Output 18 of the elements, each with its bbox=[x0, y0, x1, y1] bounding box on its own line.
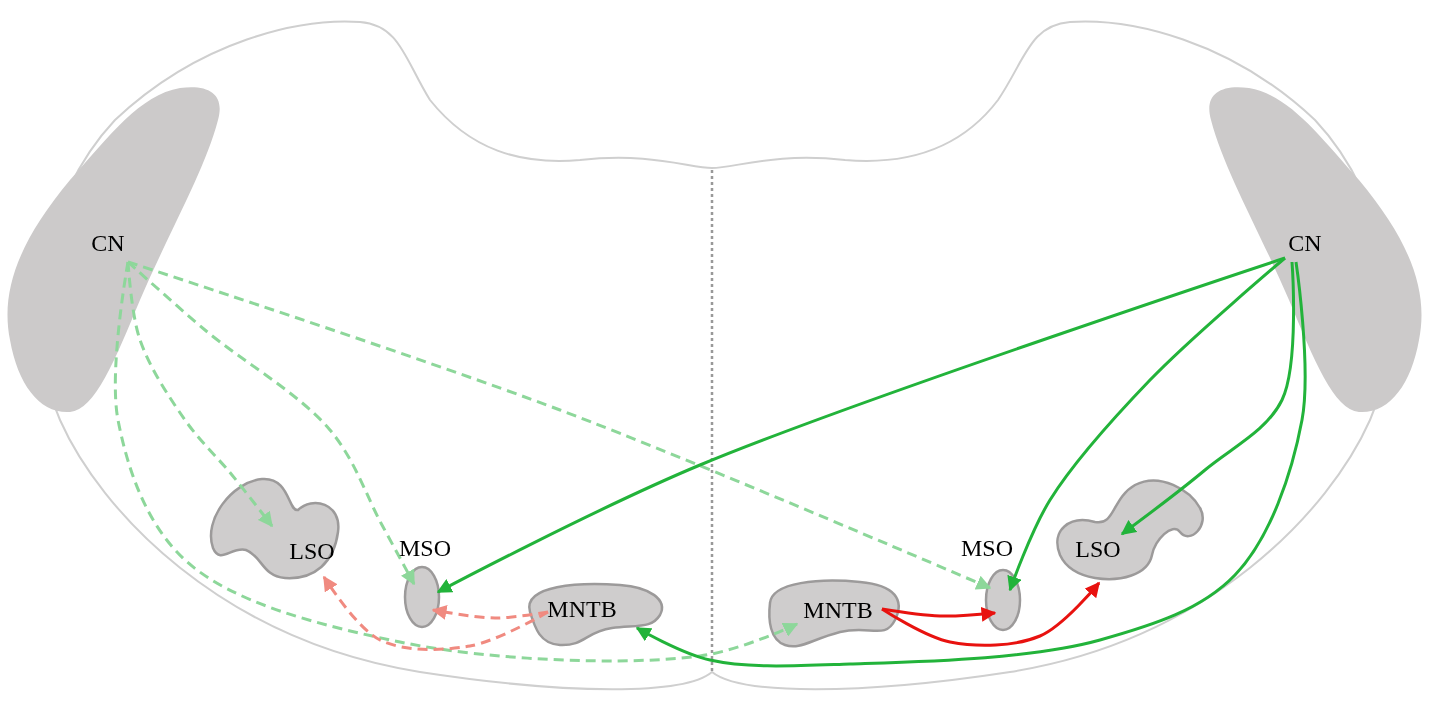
dashed-arrow bbox=[431, 605, 549, 620]
arrow bbox=[1007, 256, 1286, 592]
region-label: MNTB bbox=[803, 598, 873, 622]
region-label: CN bbox=[91, 231, 125, 255]
dashed-arrow bbox=[113, 261, 799, 663]
arrow bbox=[1120, 261, 1295, 536]
region-label: LSO bbox=[1075, 537, 1121, 561]
dashed-arrow bbox=[127, 260, 992, 590]
region-label: MSO bbox=[399, 536, 451, 560]
arrow bbox=[635, 261, 1307, 668]
region-label: CN bbox=[1288, 231, 1322, 255]
arrow bbox=[881, 581, 1101, 647]
region-label: MNTB bbox=[547, 597, 617, 621]
arrow bbox=[881, 606, 997, 622]
arrow bbox=[436, 256, 1286, 594]
dashed-arrow bbox=[322, 575, 549, 651]
region-label: MSO bbox=[961, 536, 1013, 560]
region-label: LSO bbox=[289, 539, 335, 563]
